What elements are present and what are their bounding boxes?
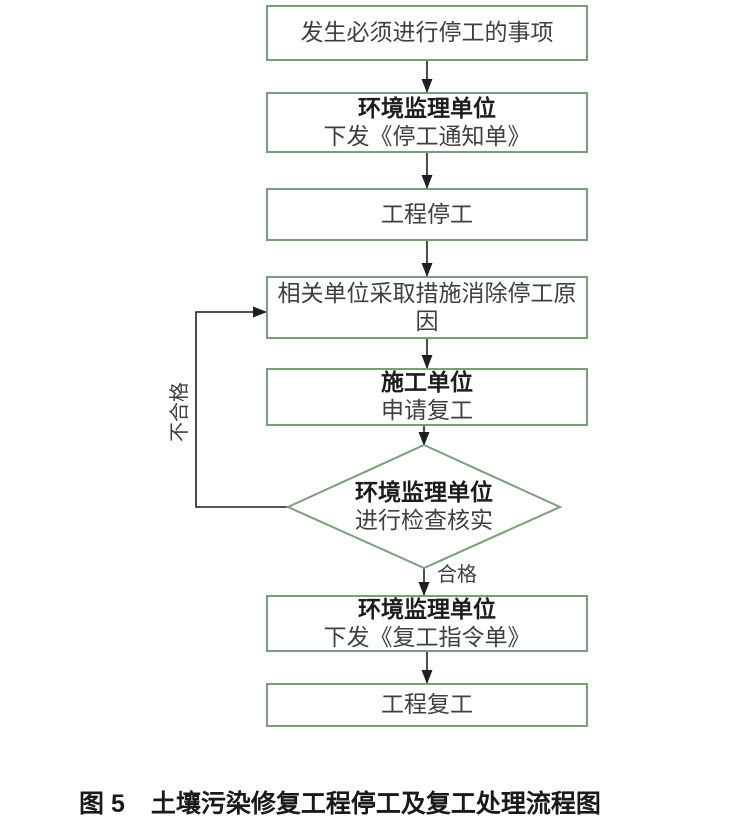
figure-caption: 图 5 土壤污染修复工程停工及复工处理流程图 [79, 784, 601, 819]
loopback-line-fail [195, 306, 288, 508]
node-title: 施工单位 [381, 369, 473, 396]
node-supervisor-inspection-decision: 环境监理单位 进行检查核实 [304, 479, 544, 535]
node-text: 下发《复工指令单》 [323, 624, 531, 651]
node-text: 下发《停工通知单》 [323, 123, 531, 150]
node-title: 环境监理单位 [355, 479, 493, 506]
node-text: 申请复工 [381, 398, 473, 424]
node-supervisor-stop-notice: 环境监理单位 下发《停工通知单》 [266, 92, 588, 153]
edge-label-pass: 合格 [437, 562, 477, 586]
node-project-stopped: 工程停工 [266, 188, 588, 241]
figure-caption-label: 图 5 [79, 790, 125, 818]
node-text: 进行检查核实 [355, 508, 493, 534]
node-project-resumed: 工程复工 [266, 683, 588, 727]
edge-label-fail: 不合格 [167, 382, 191, 442]
node-title: 环境监理单位 [358, 94, 496, 122]
node-text-line1: 相关单位采取措施消除停工原 [277, 280, 577, 307]
figure-caption-title: 土壤污染修复工程停工及复工处理流程图 [150, 790, 601, 818]
node-title: 环境监理单位 [358, 595, 496, 623]
node-text: 工程复工 [381, 692, 473, 718]
node-text-line2: 因 [415, 308, 439, 335]
decision-diamond [285, 443, 563, 570]
node-contractor-apply-resume: 施工单位 申请复工 [266, 368, 588, 426]
node-stop-trigger-event: 发生必须进行停工的事项 [266, 5, 588, 61]
node-eliminate-stop-causes: 相关单位采取措施消除停工原 因 [266, 276, 588, 339]
node-supervisor-resume-order: 环境监理单位 下发《复工指令单》 [266, 595, 588, 652]
node-text: 发生必须进行停工的事项 [300, 20, 554, 46]
node-text: 工程停工 [381, 201, 473, 228]
